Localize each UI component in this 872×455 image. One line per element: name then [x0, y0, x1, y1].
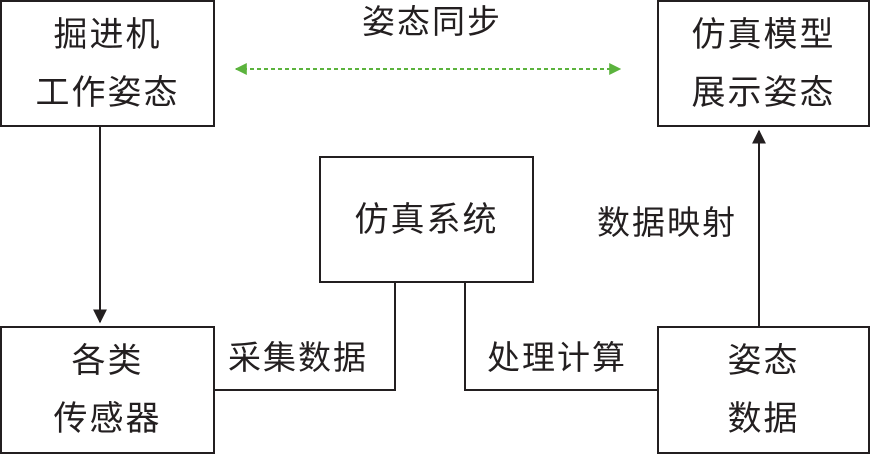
- process-label: 处理计算: [487, 338, 627, 377]
- node-sensors-line-1: 各类: [71, 341, 144, 381]
- node-sensors: 各类 传感器: [0, 326, 215, 454]
- node-posture-data-line-1: 姿态: [727, 341, 800, 381]
- node-model-display-line-2: 展示姿态: [691, 72, 836, 113]
- node-simulation-system: 仿真系统: [319, 156, 534, 283]
- node-simulation-system-line-1: 仿真系统: [354, 199, 499, 240]
- node-roadheader-posture: 掘进机 工作姿态: [0, 0, 215, 127]
- sync-label: 姿态同步: [362, 2, 502, 41]
- node-roadheader-posture-line-2: 工作姿态: [35, 72, 180, 113]
- node-model-display: 仿真模型 展示姿态: [657, 0, 870, 127]
- node-posture-data-line-2: 数据: [727, 399, 800, 439]
- node-sensors-line-2: 传感器: [53, 399, 162, 439]
- collect-data-label: 采集数据: [228, 338, 368, 377]
- mapping-label: 数据映射: [597, 203, 737, 242]
- node-posture-data: 姿态 数据: [657, 326, 870, 454]
- node-roadheader-posture-line-1: 掘进机: [53, 14, 162, 55]
- process-connector: [464, 283, 659, 391]
- collect-data-connector: [213, 283, 396, 391]
- node-model-display-line-1: 仿真模型: [691, 14, 836, 55]
